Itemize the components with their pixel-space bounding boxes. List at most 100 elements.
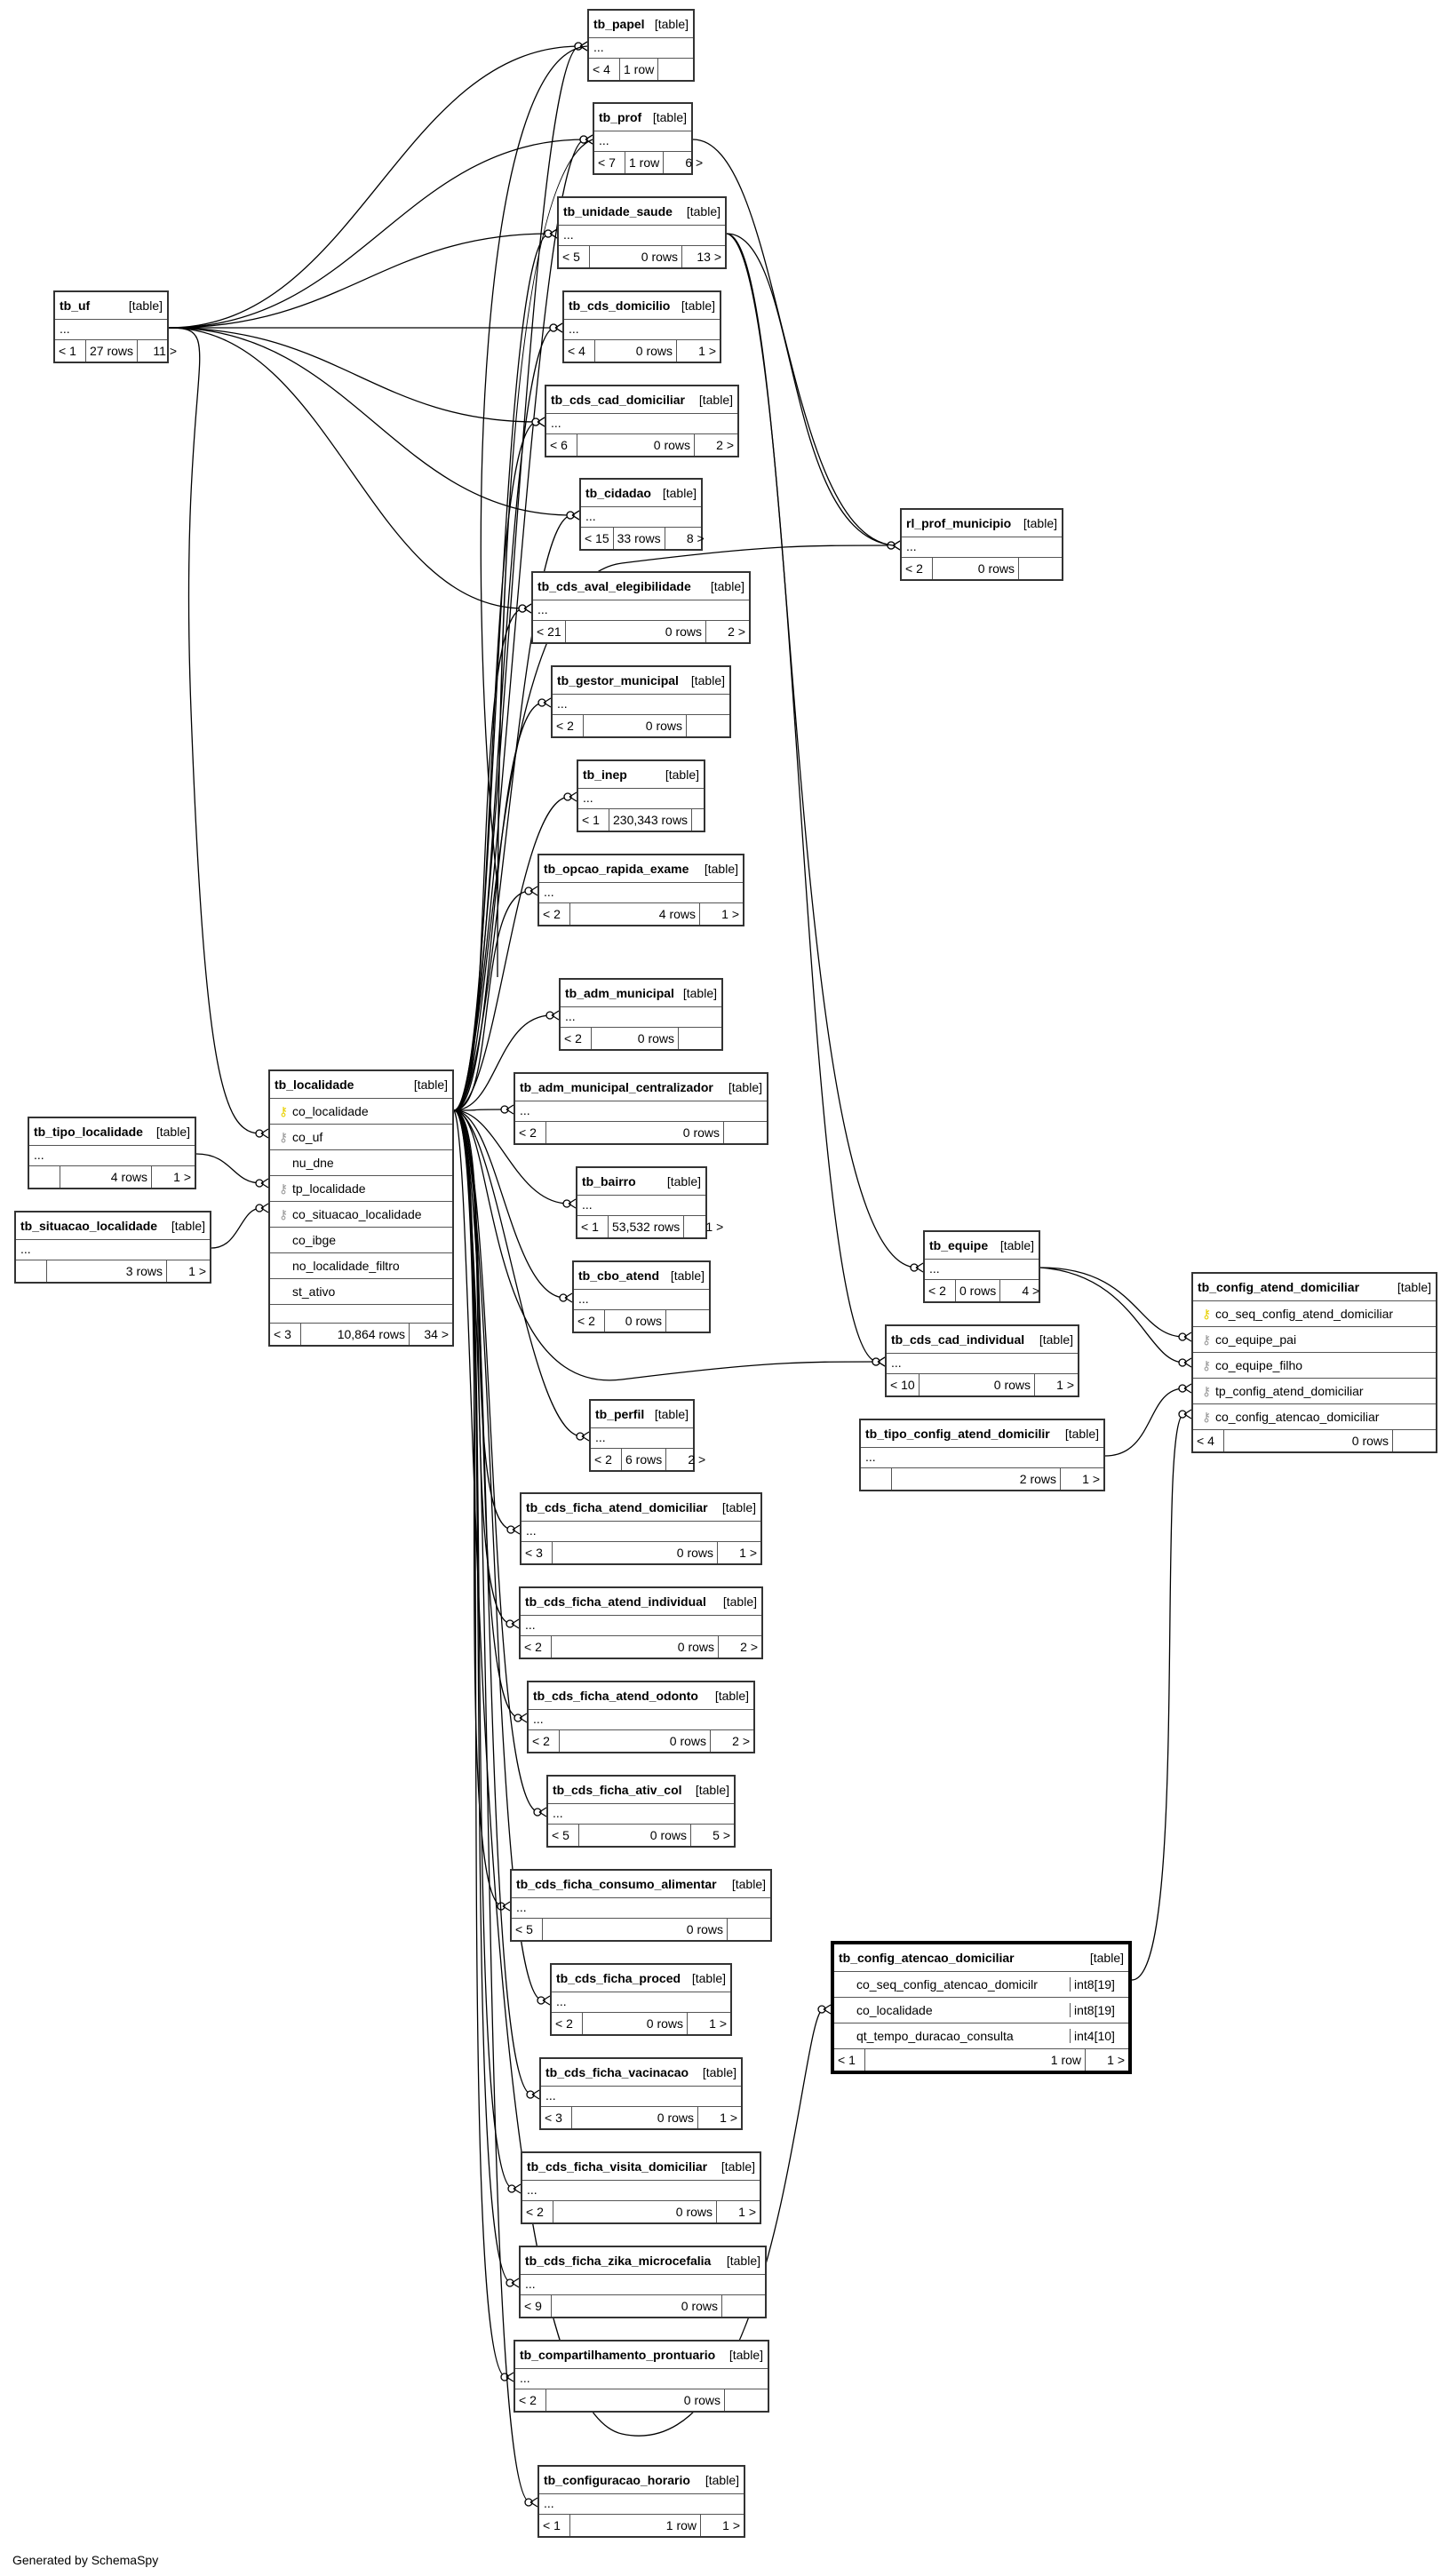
parents-count[interactable]: < 2 <box>529 1730 560 1752</box>
parents-count[interactable]: < 3 <box>270 1324 301 1345</box>
parents-count[interactable]: < 4 <box>1193 1430 1224 1451</box>
children-count[interactable]: 2 > <box>716 438 734 452</box>
children-count[interactable]: 34 > <box>424 1327 449 1341</box>
parents-count[interactable]: < 2 <box>522 2201 553 2222</box>
table-tb-cds-ficha-zika-microcefalia[interactable]: tb_cds_ficha_zika_microcefalia[table] ..… <box>519 2246 767 2318</box>
children-count[interactable]: 8 > <box>686 531 705 545</box>
parents-count[interactable]: < 2 <box>553 715 584 736</box>
parents-count[interactable]: < 1 <box>834 2049 865 2071</box>
parents-count[interactable]: < 9 <box>521 2295 552 2317</box>
table-tb-cds-ficha-visita-domiciliar[interactable]: tb_cds_ficha_visita_domiciliar[table] ..… <box>521 2151 761 2224</box>
children-count[interactable]: 6 > <box>685 155 704 170</box>
children-count[interactable] <box>679 1028 721 1049</box>
children-count[interactable]: 1 > <box>721 907 739 921</box>
children-count[interactable] <box>692 809 735 831</box>
children-count[interactable] <box>687 715 729 736</box>
parents-count[interactable]: < 5 <box>548 1825 579 1846</box>
children-count[interactable]: 1 > <box>1107 2053 1125 2067</box>
parents-count[interactable]: < 3 <box>541 2107 572 2128</box>
children-count[interactable] <box>728 1919 770 1940</box>
parents-count[interactable]: < 2 <box>591 1449 622 1470</box>
parents-count[interactable]: < 2 <box>574 1310 605 1332</box>
children-count[interactable]: 1 > <box>722 2518 740 2532</box>
children-count[interactable]: 2 > <box>728 624 745 639</box>
parents-count[interactable]: < 1 <box>577 1216 609 1237</box>
column-row[interactable]: no_localidade_filtro <box>270 1253 452 1279</box>
parents-count[interactable]: < 4 <box>564 340 595 362</box>
parents-count[interactable]: < 2 <box>539 903 570 925</box>
parents-count[interactable]: < 2 <box>925 1280 956 1301</box>
table-tb-cds-ficha-consumo-alimentar[interactable]: tb_cds_ficha_consumo_alimentar[table] ..… <box>510 1869 772 1942</box>
parents-count[interactable]: < 2 <box>552 2013 583 2034</box>
column-row[interactable]: ⚷tp_localidade <box>270 1176 452 1202</box>
parents-count[interactable]: < 7 <box>594 152 625 173</box>
children-count[interactable]: 1 > <box>173 1170 191 1184</box>
column-row[interactable]: ⚷co_config_atencao_domiciliar <box>1193 1404 1436 1430</box>
parents-count[interactable] <box>16 1260 47 1282</box>
table-tb-cds-ficha-atend-domiciliar[interactable]: tb_cds_ficha_atend_domiciliar[table] ...… <box>520 1492 762 1565</box>
children-count[interactable] <box>658 59 701 80</box>
table-tb-situacao-localidade[interactable]: tb_situacao_localidade[table] ... 3 rows… <box>14 1211 211 1284</box>
children-count[interactable]: 1 > <box>698 344 716 358</box>
table-tb-compartilhamento-prontuario[interactable]: tb_compartilhamento_prontuario[table] ..… <box>514 2340 769 2413</box>
column-row[interactable]: ⚷co_equipe_filho <box>1193 1353 1436 1379</box>
parents-count[interactable]: < 4 <box>589 59 620 80</box>
children-count[interactable]: 1 > <box>1082 1472 1100 1486</box>
parents-count[interactable]: < 2 <box>902 558 933 579</box>
children-count[interactable]: 1 > <box>739 1546 757 1560</box>
children-count[interactable] <box>722 2295 765 2317</box>
children-count[interactable]: 1 > <box>738 2205 756 2219</box>
parents-count[interactable]: < 5 <box>559 246 590 267</box>
table-tb-adm-municipal-centralizador[interactable]: tb_adm_municipal_centralizador[table] ..… <box>514 1072 768 1145</box>
children-count[interactable]: 1 > <box>709 2016 727 2031</box>
parents-count[interactable]: < 2 <box>515 2389 546 2411</box>
children-count[interactable] <box>725 2389 768 2411</box>
column-row[interactable]: ⚷co_situacao_localidade <box>270 1202 452 1228</box>
children-count[interactable]: 1 > <box>720 2111 737 2125</box>
children-count[interactable]: 4 > <box>1022 1284 1040 1298</box>
column-row[interactable]: st_ativo <box>270 1279 452 1305</box>
parents-count[interactable]: < 2 <box>515 1122 546 1143</box>
table-tb-config-atend-domiciliar[interactable]: tb_config_atend_domiciliar[table] ⚷co_se… <box>1191 1272 1437 1453</box>
children-count[interactable] <box>1393 1430 1436 1451</box>
children-count[interactable] <box>724 1122 767 1143</box>
table-tb-cds-aval-elegibilidade[interactable]: tb_cds_aval_elegibilidade[table] ... < 2… <box>531 571 751 644</box>
parents-count[interactable]: < 2 <box>561 1028 592 1049</box>
parents-count[interactable]: < 1 <box>539 2515 570 2536</box>
parents-count[interactable]: < 3 <box>521 1542 553 1563</box>
children-count[interactable] <box>1019 558 1062 579</box>
column-row[interactable]: ⚷co_localidade <box>270 1099 452 1125</box>
table-tb-cds-ficha-atend-individual[interactable]: tb_cds_ficha_atend_individual[table] ...… <box>519 1586 763 1659</box>
children-count[interactable]: 1 > <box>1056 1378 1074 1392</box>
children-count[interactable] <box>666 1310 709 1332</box>
children-count[interactable]: 1 > <box>705 1220 724 1234</box>
parents-count[interactable]: < 15 <box>581 528 614 549</box>
column-row[interactable]: ⚷co_uf <box>270 1125 452 1150</box>
table-tb-config-atencao-domiciliar[interactable]: tb_config_atencao_domiciliar[table] co_s… <box>831 1941 1132 2074</box>
table-tb-tipo-config-atend-domicilir[interactable]: tb_tipo_config_atend_domicilir[table] ..… <box>859 1419 1105 1491</box>
parents-count[interactable] <box>29 1166 60 1188</box>
children-count[interactable]: 1 > <box>188 1264 206 1278</box>
children-count[interactable]: 13 > <box>697 250 721 264</box>
parents-count[interactable]: < 21 <box>533 621 566 642</box>
column-row[interactable]: ⚷co_seq_config_atend_domiciliar <box>1193 1301 1436 1327</box>
children-count[interactable]: 11 > <box>153 344 178 358</box>
parents-count[interactable] <box>861 1468 892 1490</box>
